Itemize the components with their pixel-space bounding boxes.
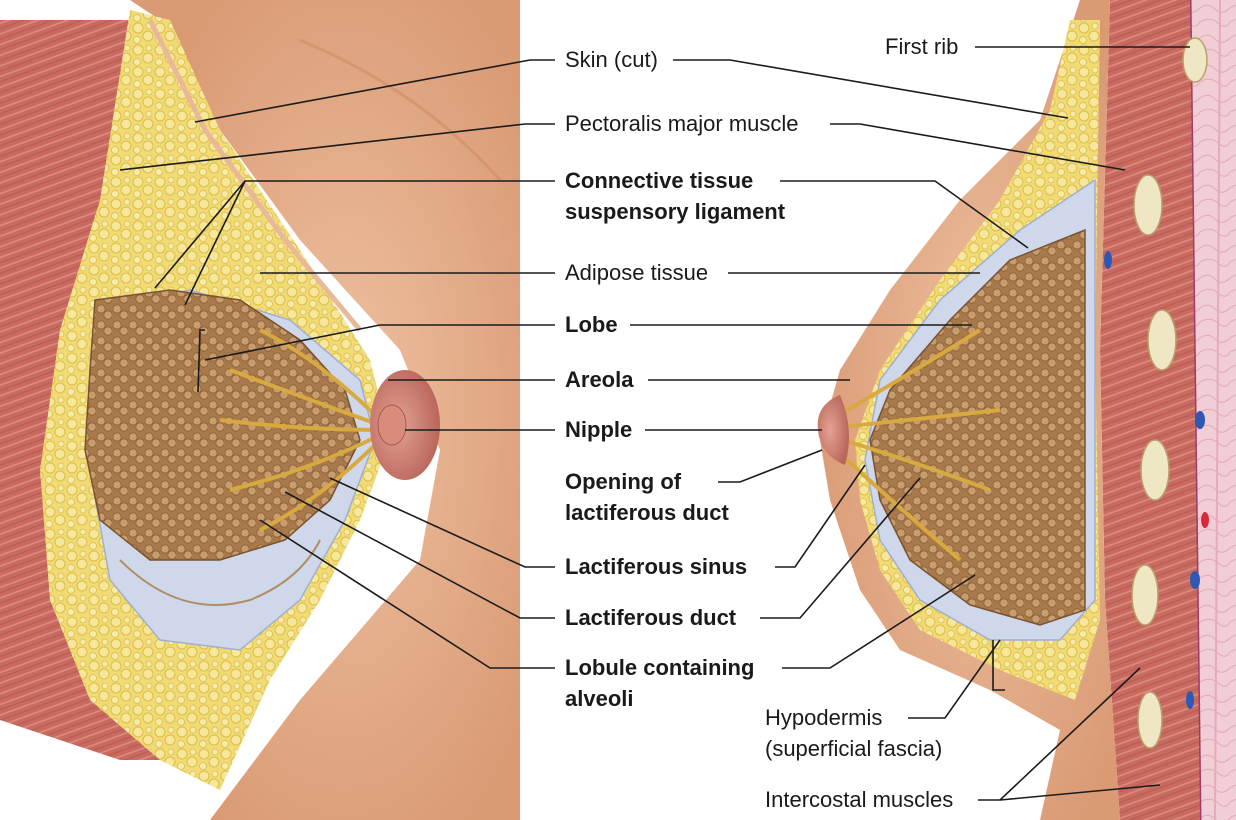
label-connective-tissue-line1: Connective tissue	[565, 168, 753, 194]
label-intercostal-muscles: Intercostal muscles	[765, 787, 953, 813]
label-opening-line2: lactiferous duct	[565, 500, 729, 526]
label-hypodermis-line2: (superficial fascia)	[765, 736, 942, 762]
lateral-view	[818, 0, 1236, 820]
label-lactiferous-duct: Lactiferous duct	[565, 605, 736, 631]
label-nipple: Nipple	[565, 417, 632, 443]
nipple-left	[378, 405, 406, 445]
label-adipose-tissue: Adipose tissue	[565, 260, 708, 286]
label-first-rib: First rib	[885, 34, 958, 60]
anterior-view	[0, 0, 520, 820]
label-lobule-line2: alveoli	[565, 686, 633, 712]
label-lobule-line1: Lobule containing	[565, 655, 754, 681]
label-lobe: Lobe	[565, 312, 618, 338]
label-opening-line1: Opening of	[565, 469, 681, 495]
label-hypodermis-line1: Hypodermis	[765, 705, 882, 731]
label-areola: Areola	[565, 367, 633, 393]
label-connective-tissue-line2: suspensory ligament	[565, 199, 785, 225]
label-skin-cut: Skin (cut)	[565, 47, 658, 73]
label-lactiferous-sinus: Lactiferous sinus	[565, 554, 747, 580]
label-pectoralis-major-muscle: Pectoralis major muscle	[565, 111, 799, 137]
